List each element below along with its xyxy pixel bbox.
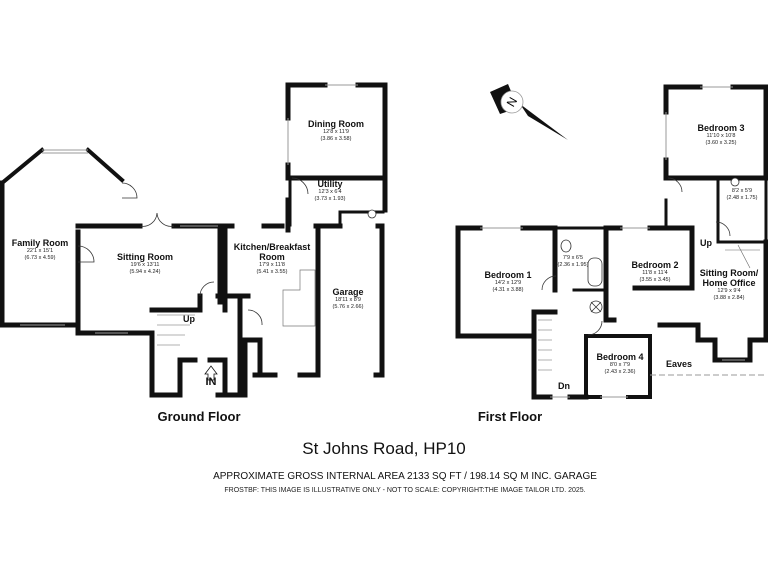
room-label-bedroom-3: Bedroom 3 11'10 x 10'8 (3.60 x 3.25) [697, 123, 744, 147]
room-dimensions-imperial: 19'6 x 13'11 [130, 262, 160, 268]
entrance-label: IN [205, 376, 217, 388]
room-label-garage: Garage 18'11 x 8'9 (5.76 x 2.66) [332, 287, 363, 311]
room-dimensions-metric: (4.31 x 3.88) [492, 287, 524, 293]
room-label-bedroom-4: Bedroom 4 8'0 x 7'9 (2.43 x 2.36) [596, 352, 643, 376]
room-label-dining-room: Dining Room 12'8 x 11'9 (3.86 x 3.58) [308, 119, 364, 143]
room-label-utility: Utility 12'3 x 6'4 (3.73 x 1.93) [315, 179, 346, 203]
room-label-kitchen: Kitchen/Breakfast Room 17'9 x 11'8 (5.41… [234, 242, 311, 276]
room-dimensions-metric: (3.86 x 3.58) [320, 136, 352, 142]
room-dimensions-imperial: 7'9 x 6'5 [562, 255, 584, 261]
room-dimensions-imperial: 8'2 x 5'9 [731, 188, 753, 194]
property-title: St Johns Road, HP10 [302, 439, 466, 458]
garage-walls [313, 223, 385, 378]
room-name-line2: Home Office [702, 278, 756, 288]
room-name: Garage [332, 287, 364, 297]
room-name: Family Room [11, 238, 69, 248]
floor-label-ground: Ground Floor [157, 409, 241, 424]
home-office-walls [657, 239, 768, 363]
dining-room-walls [285, 82, 388, 233]
room-dimensions-imperial: 12'9 x 9'4 [717, 288, 741, 294]
floor-label-first: First Floor [477, 409, 543, 424]
room-label-family-room: Family Room 22'1 x 15'1 (6.73 x 4.59) [12, 238, 69, 262]
room-name: Sitting Room [117, 252, 173, 262]
room-label-bedroom-2: Bedroom 2 11'8 x 11'4 (3.55 x 3.45) [631, 260, 678, 284]
room-name-line1: Kitchen/Breakfast [233, 242, 311, 252]
room-dimensions-metric: (5.76 x 2.66) [332, 304, 364, 310]
north-arrow-icon [490, 84, 568, 140]
room-name: Dining Room [308, 119, 364, 129]
bedroom2-walls [603, 225, 695, 323]
room-dimensions-metric: (2.43 x 2.36) [604, 369, 636, 375]
room-dimensions-imperial: 11'10 x 10'8 [706, 133, 736, 139]
room-dimensions-metric: (3.55 x 3.45) [639, 277, 671, 283]
stairs-down-label: Dn [558, 381, 570, 391]
room-dimensions-imperial: 17'9 x 11'8 [259, 262, 285, 268]
room-dimensions-metric: (3.73 x 1.93) [314, 196, 346, 202]
room-name-line2: Room [259, 252, 285, 262]
room-dimensions-metric: (2.36 x 1.95) [557, 262, 589, 268]
stairs-up-label-first: Up [700, 238, 712, 248]
room-dimensions-metric: (2.48 x 1.75) [726, 195, 758, 201]
room-name: Bedroom 1 [484, 270, 532, 280]
entrance-arrow-icon [204, 365, 218, 381]
room-dimensions-metric: (3.60 x 3.25) [705, 140, 737, 146]
room-label-ensuite: 8'2 x 5'9 (2.48 x 1.75) [727, 188, 758, 202]
room-dimensions-imperial: 8'0 x 7'9 [609, 362, 631, 368]
disclaimer: FROSTBF: THIS IMAGE IS ILLUSTRATIVE ONLY… [224, 487, 586, 494]
room-name: Bedroom 4 [596, 352, 644, 362]
bedroom4-walls [584, 334, 652, 399]
room-dimensions-metric: (5.41 x 3.55) [256, 269, 288, 275]
room-name: Bedroom 2 [631, 260, 679, 270]
room-dimensions-metric: (5.94 x 4.24) [129, 269, 161, 275]
room-dimensions-imperial: 14'2 x 12'9 [494, 280, 522, 286]
stairs-up-label: Up [183, 314, 195, 324]
room-dimensions-metric: (6.73 x 4.59) [24, 255, 56, 261]
room-name: Bedroom 3 [697, 123, 745, 133]
room-label-bathroom: 7'9 x 6'5 (2.36 x 1.95) [558, 255, 589, 269]
room-label-home-office: Sitting Room/ Home Office 12'9 x 9'4 (3.… [700, 268, 759, 302]
eaves-label: Eaves [665, 359, 693, 369]
room-dimensions-imperial: 12'3 x 6'4 [318, 189, 342, 195]
room-name-line1: Sitting Room/ [699, 268, 759, 278]
room-dimensions-metric: (3.88 x 2.84) [713, 295, 745, 301]
room-dimensions-imperial: 18'11 x 8'9 [335, 297, 361, 303]
area-summary: APPROXIMATE GROSS INTERNAL AREA 2133 SQ … [213, 471, 597, 482]
bedroom1-walls [455, 225, 558, 339]
room-label-sitting-room: Sitting Room 19'6 x 13'11 (5.94 x 4.24) [117, 252, 173, 276]
room-dimensions-imperial: 12'8 x 11'9 [323, 129, 349, 135]
room-dimensions-imperial: 22'1 x 15'1 [26, 248, 54, 254]
room-name: Utility [317, 179, 343, 189]
kitchen-walls [217, 223, 285, 313]
room-dimensions-imperial: 11'8 x 11'4 [642, 270, 668, 276]
room-label-bedroom-1: Bedroom 1 14'2 x 12'9 (4.31 x 3.88) [484, 270, 531, 294]
